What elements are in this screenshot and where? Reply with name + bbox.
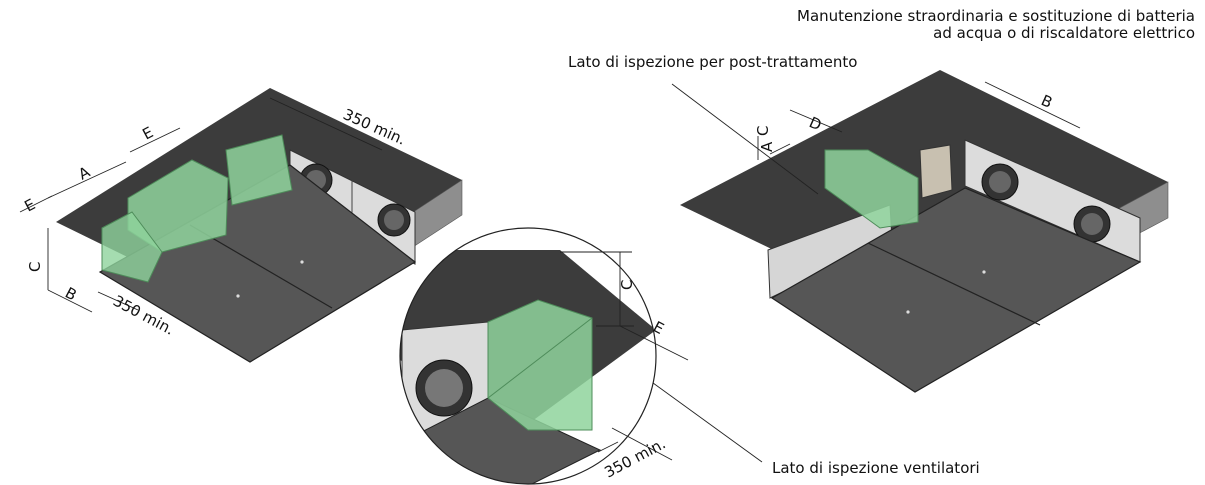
right-C-text: C [754, 126, 772, 136]
detail-C-text: C [618, 280, 636, 290]
right-heater-box [919, 144, 953, 199]
maintenance-label-line2: ad acqua o di riscaldatore elettrico [933, 24, 1195, 42]
detail-dimension-lines [560, 251, 689, 461]
left-dimension-lines [19, 97, 383, 313]
maintenance-label: Manutenzione straordinaria e sostituzion… [797, 8, 1195, 42]
right-B-text: B [1038, 91, 1055, 112]
right-D-text: D [806, 113, 824, 134]
detail-view [399, 227, 657, 485]
post-treatment-label: Lato di ispezione per post-trattamento [568, 53, 858, 71]
left-E-side-text: E [21, 195, 38, 215]
left-B-text: B [62, 284, 80, 305]
fans-label: Lato di ispezione ventilatori [772, 459, 980, 477]
left-unit-group [56, 88, 463, 363]
right-clearance-box [824, 149, 919, 229]
left-clearance-low [101, 211, 163, 283]
right-A-text: A [758, 141, 776, 152]
left-C-text: C [26, 262, 44, 272]
maintenance-label-line1: Manutenzione straordinaria e sostituzion… [797, 7, 1195, 25]
right-unit-group [680, 70, 1169, 393]
detail-clearance-box [487, 299, 593, 431]
left-clearance-top [225, 134, 293, 206]
left-A-text: A [75, 162, 93, 183]
